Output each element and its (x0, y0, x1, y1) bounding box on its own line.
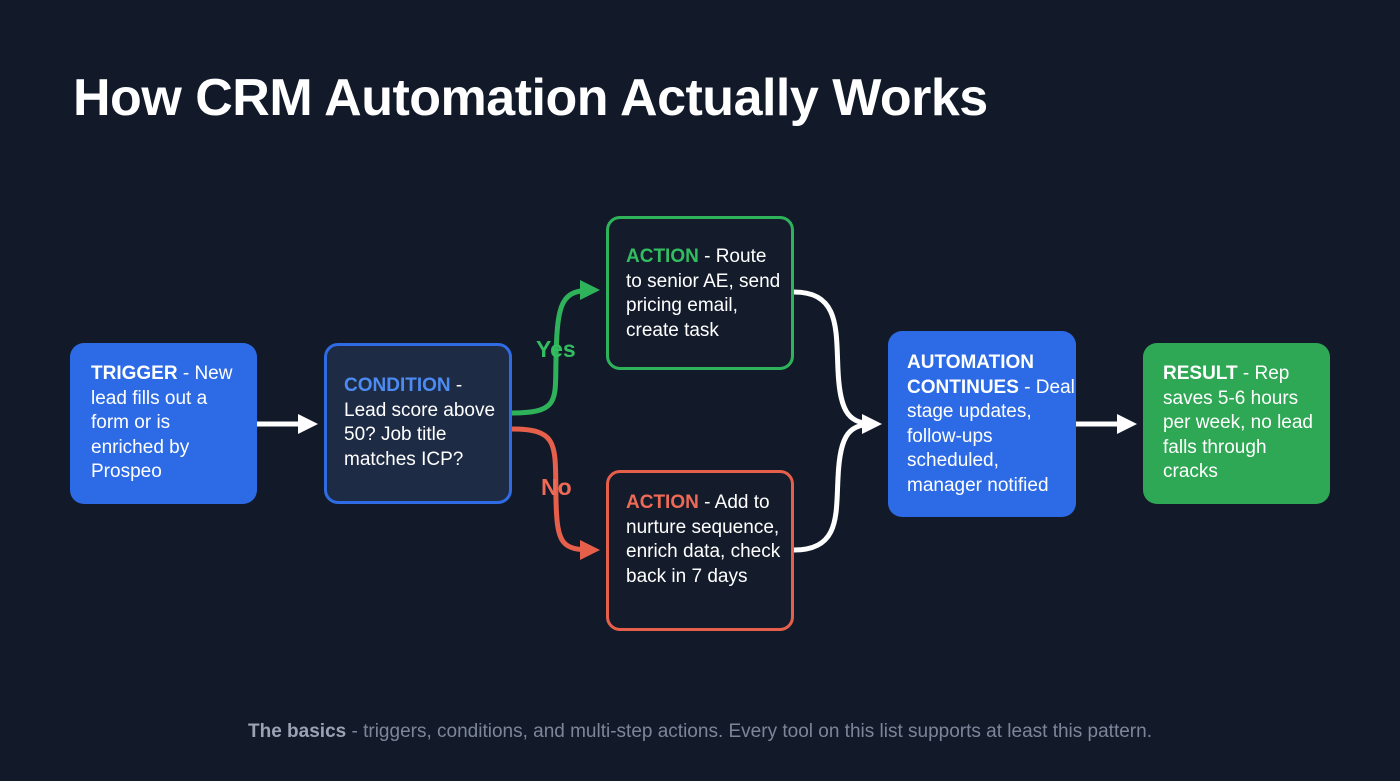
action-no-keyword: ACTION (626, 492, 699, 513)
automation-continues-node: AUTOMATION CONTINUES - Deal stage update… (888, 331, 1076, 517)
no-branch-label: No (541, 474, 572, 500)
footer-text: - triggers, conditions, and multi-step a… (346, 721, 1152, 742)
condition-keyword: CONDITION (344, 375, 451, 396)
page-title: How CRM Automation Actually Works (73, 69, 988, 127)
condition-text: - Lead score above 50? Job title matches… (344, 375, 496, 470)
continues-text: - Deal stage updates, follow-ups schedul… (907, 376, 1075, 496)
trigger-text: - New lead fills out a form or is enrich… (91, 363, 233, 482)
action-no-text: - Add to nurture sequence, enrich data, … (626, 492, 781, 587)
footer-caption: The basics - triggers, conditions, and m… (0, 721, 1400, 743)
action-yes-text: - Route to senior AE, send pricing email… (626, 246, 781, 341)
arrow-condition-to-action-no (509, 426, 600, 560)
yes-branch-label: Yes (536, 336, 576, 362)
action-no-node: ACTION - Add to nurture sequence, enrich… (606, 470, 794, 631)
trigger-node: TRIGGER - New lead fills out a form or i… (70, 343, 257, 504)
result-text: - Rep saves 5-6 hours per week, no lead … (1163, 363, 1313, 482)
footer-keyword: The basics (248, 721, 347, 742)
condition-node: CONDITION - Lead score above 50? Job tit… (324, 343, 512, 504)
result-node: RESULT - Rep saves 5-6 hours per week, n… (1143, 343, 1330, 504)
action-yes-node: ACTION - Route to senior AE, send pricin… (606, 216, 794, 370)
arrow-action-no-to-continues (791, 421, 879, 553)
trigger-keyword: TRIGGER (91, 363, 178, 384)
continues-keyword: AUTOMATION CONTINUES (907, 352, 1035, 398)
arrow-condition-to-action-yes (509, 280, 600, 416)
arrow-action-yes-to-continues (791, 289, 882, 434)
result-keyword: RESULT (1163, 363, 1238, 384)
action-yes-keyword: ACTION (626, 246, 699, 267)
